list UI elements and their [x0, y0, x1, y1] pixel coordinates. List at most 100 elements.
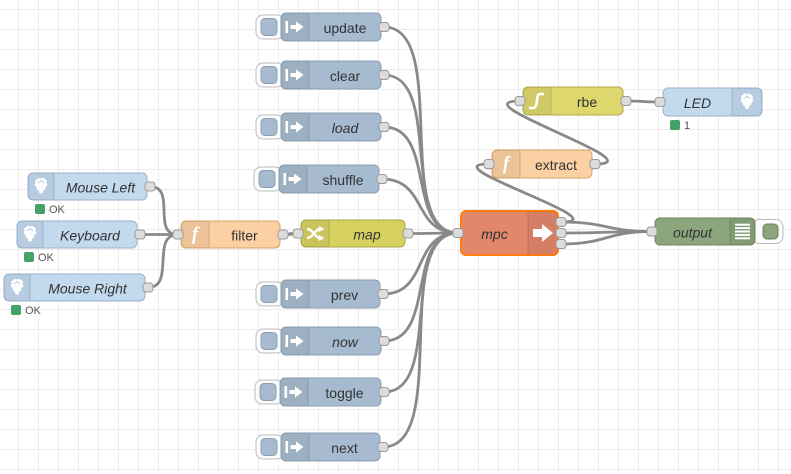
raspberry-pi-icon [740, 93, 754, 110]
output-port[interactable] [378, 70, 390, 80]
inject-arrow-icon [285, 335, 304, 347]
node-label: load [332, 120, 360, 136]
wire-load-mpc[interactable] [382, 125, 460, 235]
wire-mpc-output[interactable] [559, 220, 654, 233]
node-led[interactable]: LED 1 [654, 87, 763, 132]
output-port[interactable] [144, 181, 156, 192]
output-port[interactable] [378, 22, 390, 32]
output-port[interactable] [377, 289, 389, 299]
raspberry-pi-icon [34, 177, 48, 194]
node-map[interactable]: map [292, 219, 414, 248]
node-shuffle[interactable]: shuffle [253, 164, 388, 194]
output-port[interactable] [378, 387, 390, 397]
output-port[interactable] [555, 228, 567, 238]
node-label: prev [331, 287, 358, 303]
output-port[interactable] [378, 336, 390, 346]
node-label: map [353, 227, 380, 243]
shuffle-icon [306, 226, 325, 241]
debug-toggle-button[interactable] [751, 219, 784, 244]
inject-button[interactable] [255, 14, 285, 40]
function-f-icon: f [192, 224, 200, 245]
node-label: LED [684, 95, 711, 111]
input-port[interactable] [483, 159, 495, 169]
wire-next-mpc[interactable] [381, 231, 460, 449]
inject-arrow-icon [285, 69, 304, 81]
node-next[interactable]: next [255, 432, 389, 462]
output-port[interactable] [378, 122, 390, 132]
node-toggle[interactable]: toggle [254, 377, 390, 407]
node-now[interactable]: now [255, 326, 390, 356]
wire-mouse-right-filter[interactable] [146, 233, 180, 289]
node-mpc[interactable]: mpc [452, 210, 567, 256]
output-port[interactable] [620, 96, 632, 106]
node-label: clear [330, 68, 361, 84]
wire-mpc-extract[interactable] [475, 162, 575, 224]
svg-text:f: f [503, 154, 511, 175]
node-clear[interactable]: clear [255, 60, 390, 90]
wire-mpc-output[interactable] [559, 230, 654, 246]
input-port[interactable] [654, 97, 666, 107]
node-status: OK [11, 305, 42, 317]
wire-extract-rbe[interactable] [506, 99, 609, 166]
node-filter[interactable]: f filter [172, 220, 289, 249]
node-label: extract [535, 157, 577, 173]
raspberry-pi-icon [23, 225, 37, 242]
output-port[interactable] [377, 442, 389, 452]
node-status: OK [35, 204, 66, 216]
input-port[interactable] [646, 226, 658, 237]
status-text: OK [38, 252, 55, 264]
node-label: toggle [325, 385, 363, 401]
output-port[interactable] [376, 174, 388, 184]
inject-arrow-icon [285, 21, 304, 33]
inject-button[interactable] [255, 62, 285, 88]
debug-list-icon [735, 223, 750, 240]
node-label: Mouse Right [48, 281, 128, 297]
status-text: OK [25, 305, 42, 317]
input-port[interactable] [514, 96, 526, 106]
node-rbe[interactable]: rbe [514, 86, 632, 116]
node-prev[interactable]: prev [255, 279, 389, 309]
inject-button[interactable] [255, 434, 285, 460]
node-label: filter [231, 228, 258, 244]
hysteresis-icon [529, 92, 544, 110]
thick-arrow-icon [533, 224, 553, 242]
inject-button[interactable] [255, 114, 285, 140]
wire-mouse-left-filter[interactable] [148, 185, 180, 236]
svg-text:f: f [192, 224, 200, 245]
node-label: update [324, 20, 367, 36]
output-port[interactable] [555, 239, 567, 249]
node-label: Keyboard [60, 228, 121, 244]
output-port[interactable] [555, 217, 567, 227]
inject-button[interactable] [254, 379, 284, 405]
node-label: shuffle [323, 172, 364, 188]
inject-button[interactable] [255, 328, 285, 354]
node-status: 1 [670, 120, 690, 132]
node-load[interactable]: load [255, 112, 390, 142]
raspberry-pi-icon [10, 278, 24, 295]
input-port[interactable] [292, 228, 304, 239]
node-extract[interactable]: f extract [483, 149, 601, 179]
output-port[interactable] [402, 228, 414, 239]
node-label: Mouse Left [66, 180, 136, 196]
output-port[interactable] [277, 229, 289, 240]
inject-arrow-icon [285, 121, 304, 133]
output-port[interactable] [589, 159, 601, 169]
wire-shuffle-mpc[interactable] [380, 177, 460, 235]
inject-arrow-icon [285, 288, 304, 300]
node-output[interactable]: output [646, 217, 784, 246]
wire-layer [138, 25, 662, 449]
input-port[interactable] [452, 228, 464, 238]
output-port[interactable] [142, 282, 154, 293]
input-port[interactable] [172, 229, 184, 240]
inject-arrow-icon [285, 441, 304, 453]
inject-button[interactable] [255, 281, 285, 307]
output-port[interactable] [134, 229, 146, 240]
node-update[interactable]: update [255, 12, 390, 42]
inject-button[interactable] [253, 166, 283, 192]
node-label: mpc [481, 226, 507, 242]
